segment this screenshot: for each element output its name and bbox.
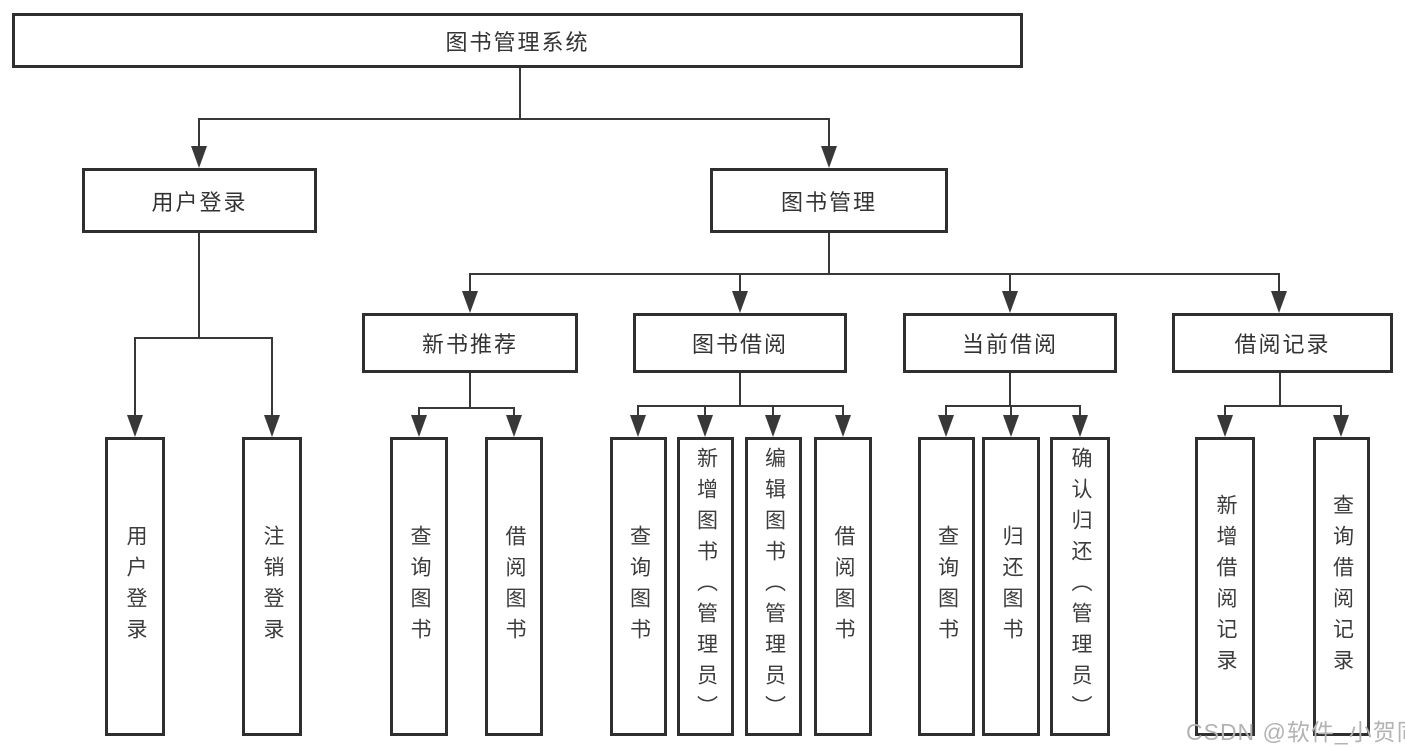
node-root: 图书管理系统 xyxy=(12,13,1023,68)
node-book-management-label: 图书管理 xyxy=(780,189,877,215)
node-book-borrow: 图书借阅 xyxy=(633,313,847,373)
leaf-record-query-label: 查询借阅记录 xyxy=(1330,493,1354,680)
connector-line xyxy=(418,407,514,409)
connector-line xyxy=(842,405,844,417)
node-root-label: 图书管理系统 xyxy=(445,29,590,55)
node-book-borrow-label: 图书借阅 xyxy=(691,332,788,357)
arrowhead-icon xyxy=(1217,415,1233,437)
connector-line xyxy=(1225,405,1342,407)
connector-line xyxy=(638,405,843,407)
connector-line xyxy=(1009,373,1011,405)
node-user-login: 用户登录 xyxy=(82,168,317,233)
arrowhead-icon xyxy=(127,415,143,437)
connector-line xyxy=(198,233,200,337)
leaf-logout: 注销登录 xyxy=(242,437,302,736)
connector-line xyxy=(739,273,741,293)
arrowhead-icon xyxy=(1072,415,1088,437)
node-current-borrow: 当前借阅 xyxy=(903,313,1117,373)
leaf-record-add-label: 新增借阅记录 xyxy=(1214,493,1237,680)
node-borrow-record-label: 借阅记录 xyxy=(1234,332,1331,357)
leaf-borrow-edit-admin-label: 编辑图书（管理员） xyxy=(762,447,786,726)
leaf-record-add: 新增借阅记录 xyxy=(1195,437,1255,736)
connector-line xyxy=(271,337,273,417)
arrowhead-icon xyxy=(765,415,781,437)
leaf-current-return: 归还图书 xyxy=(982,437,1040,736)
leaf-logout-label: 注销登录 xyxy=(261,524,284,649)
arrowhead-icon xyxy=(938,415,954,437)
connector-line xyxy=(828,118,830,148)
connector-line xyxy=(134,337,136,417)
leaf-user-login-label: 用户登录 xyxy=(124,524,147,649)
connector-line xyxy=(418,407,420,417)
connector-line xyxy=(1079,405,1081,417)
leaf-newbook-borrow: 借阅图书 xyxy=(485,437,543,736)
leaf-record-query: 查询借阅记录 xyxy=(1313,437,1370,736)
leaf-borrow-add-admin-label: 新增图书（管理员） xyxy=(694,447,718,726)
node-current-borrow-label: 当前借阅 xyxy=(961,332,1058,357)
leaf-borrow-query: 查询图书 xyxy=(610,437,667,736)
connector-line xyxy=(469,273,1279,275)
node-borrow-record: 借阅记录 xyxy=(1172,313,1393,373)
arrowhead-icon xyxy=(630,415,646,437)
connector-line xyxy=(134,337,273,339)
connector-line xyxy=(469,273,471,293)
leaf-current-return-label: 归还图书 xyxy=(1000,524,1023,649)
arrowhead-icon xyxy=(1003,415,1019,437)
arrowhead-icon xyxy=(264,415,280,437)
connector-line xyxy=(945,405,947,417)
arrowhead-icon xyxy=(697,415,713,437)
node-user-login-label: 用户登录 xyxy=(151,189,248,215)
leaf-borrow-borrow-label: 借阅图书 xyxy=(832,524,855,649)
leaf-borrow-edit-admin: 编辑图书（管理员） xyxy=(745,437,802,736)
connector-line xyxy=(1009,273,1011,293)
leaf-current-confirm-admin-label: 确认归还（管理员） xyxy=(1069,447,1092,726)
leaf-borrow-add-admin: 新增图书（管理员） xyxy=(677,437,734,736)
arrowhead-icon xyxy=(821,146,837,168)
connector-line xyxy=(1278,273,1280,293)
connector-line xyxy=(519,68,521,118)
arrowhead-icon xyxy=(835,415,851,437)
node-book-management: 图书管理 xyxy=(710,168,948,233)
connector-line xyxy=(637,405,639,417)
arrowhead-icon xyxy=(191,146,207,168)
arrowhead-icon xyxy=(732,291,748,313)
connector-line xyxy=(1279,373,1281,405)
connector-line xyxy=(198,118,200,148)
arrowhead-icon xyxy=(411,415,427,437)
connector-line xyxy=(1224,405,1226,417)
connector-line xyxy=(1340,405,1342,417)
connector-line xyxy=(946,405,1080,407)
connector-line xyxy=(739,373,741,405)
arrowhead-icon xyxy=(1002,291,1018,313)
leaf-current-confirm-admin: 确认归还（管理员） xyxy=(1050,437,1110,736)
arrowhead-icon xyxy=(1333,415,1349,437)
connector-line xyxy=(513,407,515,417)
leaf-borrow-borrow: 借阅图书 xyxy=(814,437,872,736)
leaf-current-query-label: 查询图书 xyxy=(935,524,959,649)
leaf-borrow-query-label: 查询图书 xyxy=(627,524,651,649)
arrowhead-icon xyxy=(462,291,478,313)
leaf-newbook-borrow-label: 借阅图书 xyxy=(503,524,526,649)
connector-line xyxy=(1010,405,1012,417)
leaf-user-login: 用户登录 xyxy=(105,437,165,736)
arrowhead-icon xyxy=(1271,291,1287,313)
leaf-current-query: 查询图书 xyxy=(918,437,975,736)
connector-line xyxy=(704,405,706,417)
csdn-watermark: CSDN @软件_小贺同学 xyxy=(1186,719,1405,745)
connector-line xyxy=(469,373,471,407)
connector-line xyxy=(198,118,830,120)
node-new-book-recommend-label: 新书推荐 xyxy=(421,332,518,357)
arrowhead-icon xyxy=(506,415,522,437)
node-new-book-recommend: 新书推荐 xyxy=(362,313,578,373)
leaf-newbook-query-label: 查询图书 xyxy=(408,524,431,649)
leaf-newbook-query: 查询图书 xyxy=(390,437,448,736)
connector-line xyxy=(828,233,830,273)
connector-line xyxy=(772,405,774,417)
